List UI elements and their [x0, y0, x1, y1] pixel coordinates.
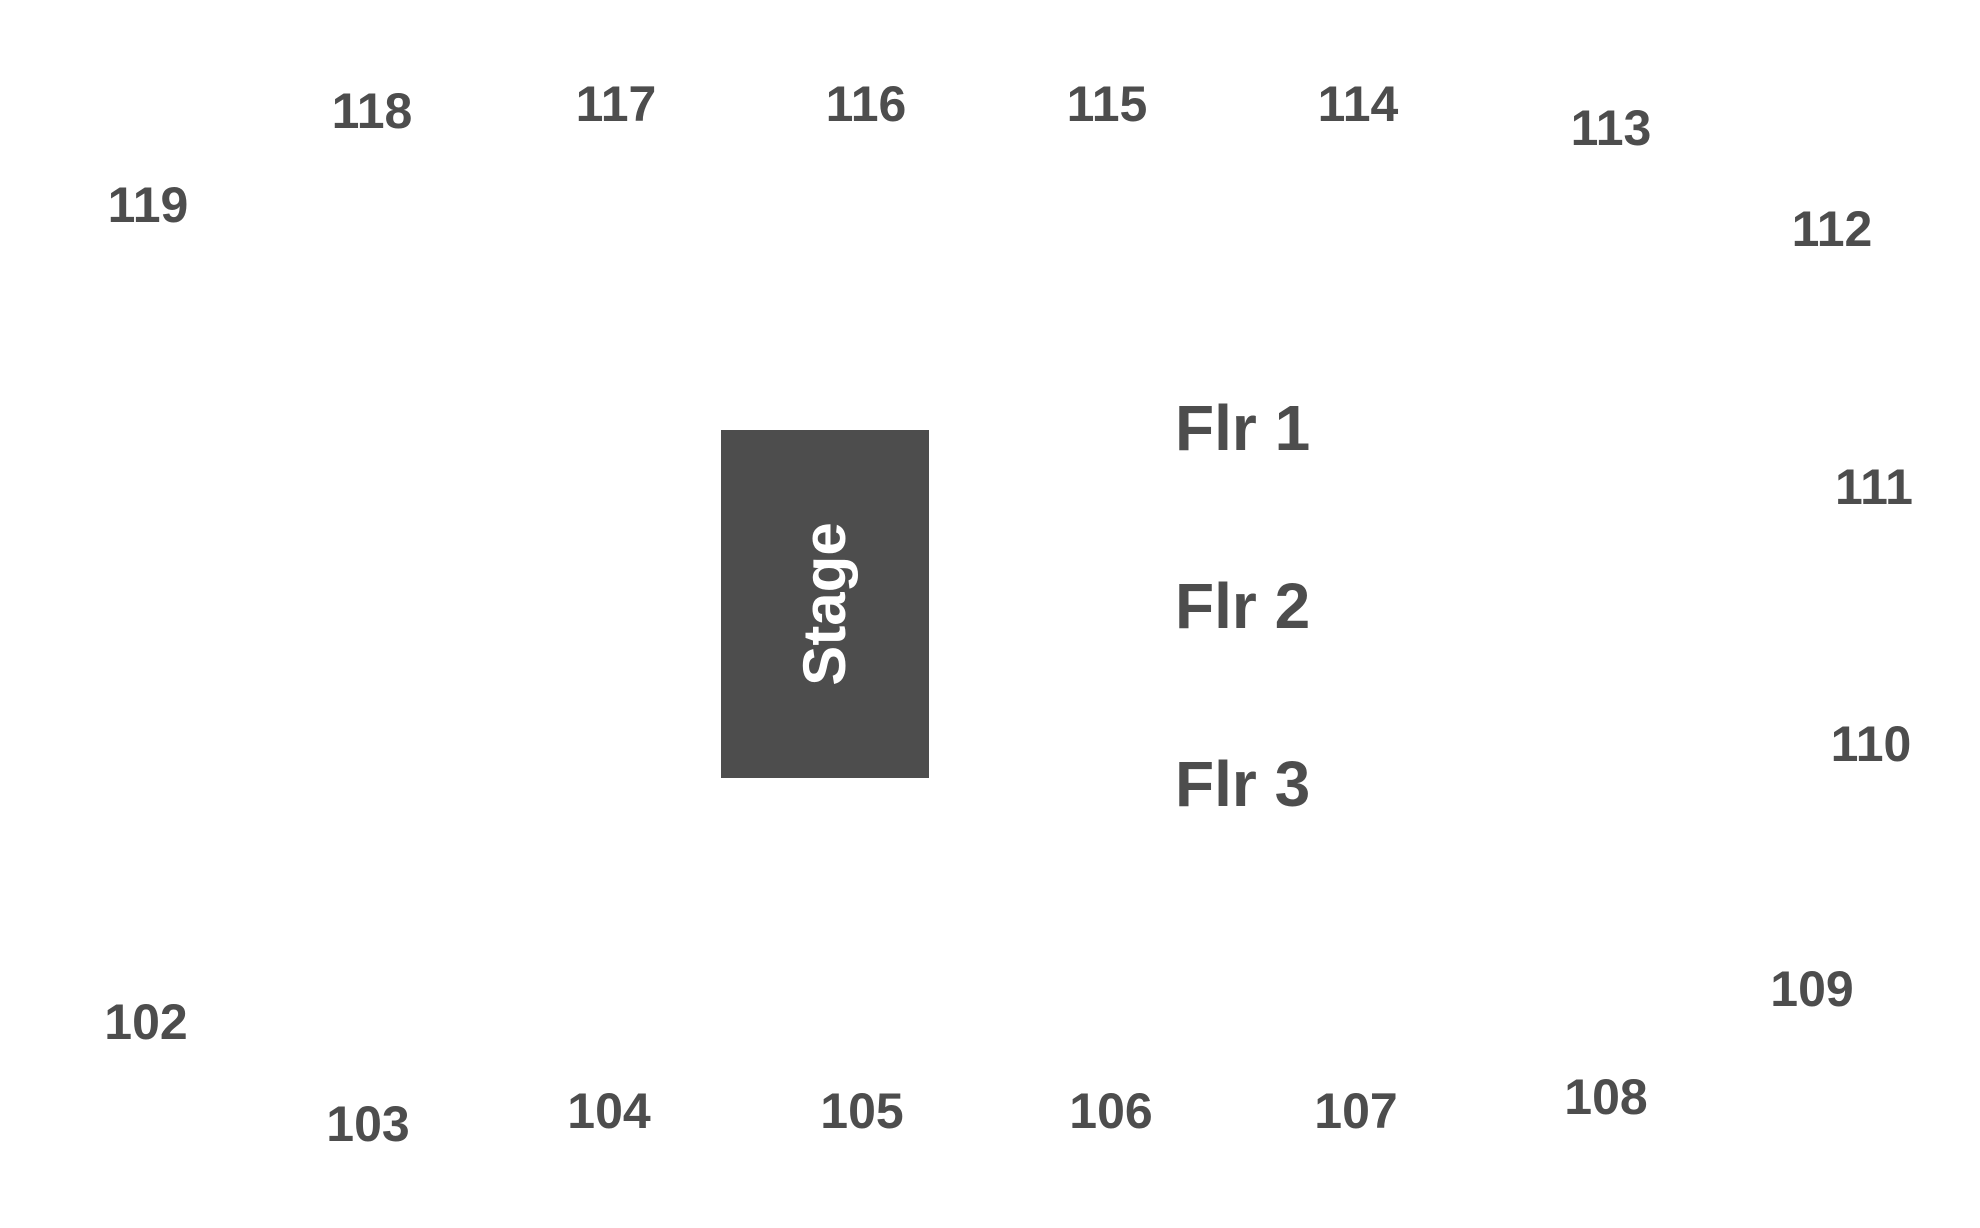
section-118[interactable]: 118 [331, 83, 413, 139]
floor-section-1[interactable]: Flr 1 [1175, 392, 1311, 464]
stage-label: Stage [791, 522, 858, 686]
section-103[interactable]: 103 [326, 1096, 410, 1152]
section-110[interactable]: 110 [1830, 716, 1912, 772]
section-119[interactable]: 119 [107, 177, 189, 233]
floor-section-3[interactable]: Flr 3 [1175, 748, 1311, 820]
section-117[interactable]: 117 [575, 76, 657, 132]
section-108[interactable]: 108 [1564, 1069, 1648, 1125]
section-114[interactable]: 114 [1317, 76, 1399, 132]
section-104[interactable]: 104 [567, 1083, 651, 1139]
section-112[interactable]: 112 [1791, 201, 1873, 257]
section-106[interactable]: 106 [1069, 1083, 1153, 1139]
section-109[interactable]: 109 [1770, 961, 1854, 1017]
section-107[interactable]: 107 [1314, 1083, 1398, 1139]
section-105[interactable]: 105 [820, 1083, 904, 1139]
section-113[interactable]: 113 [1570, 100, 1652, 156]
section-111[interactable]: 111 [1835, 459, 1913, 515]
section-102[interactable]: 102 [104, 994, 188, 1050]
stage: Stage [721, 430, 929, 778]
section-115[interactable]: 115 [1066, 76, 1148, 132]
floor-section-2[interactable]: Flr 2 [1175, 570, 1311, 642]
section-116[interactable]: 116 [825, 76, 907, 132]
